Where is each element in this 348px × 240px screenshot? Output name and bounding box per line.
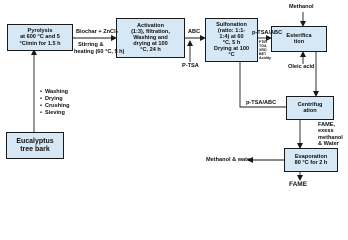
characterization-item: FTIR xyxy=(259,40,267,44)
ptsa-abc-recycle-label: p-TSA/ABC xyxy=(246,100,277,106)
pretreatment-item: Drying xyxy=(40,96,70,103)
centrifugation-title-1: Centrifug xyxy=(297,101,323,108)
fame-mixture-line: methanol xyxy=(318,134,343,141)
fame-product-label: FAME xyxy=(289,181,308,188)
process-flow-diagram: Pyrolysis at 600 °C and 5 °C/min for 1.5… xyxy=(0,0,348,189)
evaporation-title: Evaporation xyxy=(294,153,328,160)
activation-title: Activation xyxy=(136,22,165,29)
centrifugation-title-2: ation xyxy=(303,108,317,114)
fame-mixture-line: FAME, xyxy=(318,122,336,128)
arrow-catalyst-recycle xyxy=(237,43,286,108)
characterization-item: Acidity xyxy=(259,56,271,61)
sulfonation-line-1: (ratio: 1:1- xyxy=(217,27,246,34)
characterization-item: TGA xyxy=(259,44,267,49)
abc-label: ABC xyxy=(188,29,201,35)
sulfonation-line-2: 1:4) at 60 xyxy=(219,33,244,40)
eucalyptus-box: Eucalyptus tree bark xyxy=(6,132,64,159)
sulfonation-line-3: °C, 5 h xyxy=(222,40,241,46)
methanol-water-label: Methanol & water xyxy=(206,157,253,163)
heating-label: heating (60 °C, 5 h) xyxy=(74,49,125,55)
methanol-label: Methanol xyxy=(289,4,314,10)
pyrolysis-title: Pyrolysis xyxy=(27,28,53,35)
sulfonation-line-4: Drying at 100 xyxy=(213,46,250,53)
evaporation-line-1: 80 °C for 2 h xyxy=(294,160,328,166)
sulfonation-box: Sulfonation (ratio: 1:1- 1:4) at 60 °C, … xyxy=(205,18,258,62)
ptsa-abc-out-label: p-TSA/ABC xyxy=(252,30,283,36)
fame-mixture-line: exess xyxy=(318,128,334,135)
ptsa-label: P-TSA xyxy=(182,63,199,69)
activation-line-2: Washing and xyxy=(133,34,168,41)
pretreatment-item: Crushing xyxy=(40,103,70,110)
characterization-item: BET xyxy=(259,52,267,57)
esterification-box: Esterifica tion xyxy=(271,26,327,52)
esterification-title-1: Esterifica xyxy=(286,32,312,39)
pretreatment-list: Washing Drying Crushing Sieving xyxy=(40,89,70,117)
evaporation-box: Evaporation 80 °C for 2 h xyxy=(284,148,338,172)
characterization-list: FTIR TGA XRD BET Acidity xyxy=(259,40,271,60)
pretreatment-item: Washing xyxy=(40,89,70,96)
esterification-title-2: tion xyxy=(293,39,305,45)
flow-arrows xyxy=(31,12,319,181)
oleic-acid-label: Oleic acid xyxy=(288,64,315,70)
stirring-label: Stirring & xyxy=(78,42,104,48)
pyrolysis-line-2: °C/min for 1.5 h xyxy=(19,40,61,47)
pretreatment-item: Sieving xyxy=(40,110,70,117)
sulfonation-title: Sulfonation xyxy=(216,21,247,28)
eucalyptus-title-2: tree bark xyxy=(20,145,50,153)
pyrolysis-line-1: at 600 °C and 5 xyxy=(20,34,60,41)
centrifugation-box: Centrifug ation xyxy=(286,96,334,120)
activation-line-4: °C, 24 h xyxy=(140,47,161,54)
sulfonation-line-5: °C xyxy=(228,52,235,59)
biochar-zncl2-label: Biochar + ZnCl₂ xyxy=(76,29,119,35)
fame-mixture-label: FAME, exess methanol & Water xyxy=(318,122,343,148)
activation-box: Activation (1:3), filtration, Washing an… xyxy=(116,18,185,58)
activation-line-1: (1:3), filtration, xyxy=(131,28,170,35)
fame-mixture-line: & Water xyxy=(318,141,339,148)
pyrolysis-box: Pyrolysis at 600 °C and 5 °C/min for 1.5… xyxy=(7,24,73,51)
activation-line-3: drying at 100 xyxy=(133,41,168,48)
eucalyptus-title-1: Eucalyptus xyxy=(16,137,54,145)
characterization-item: XRD xyxy=(259,48,267,53)
